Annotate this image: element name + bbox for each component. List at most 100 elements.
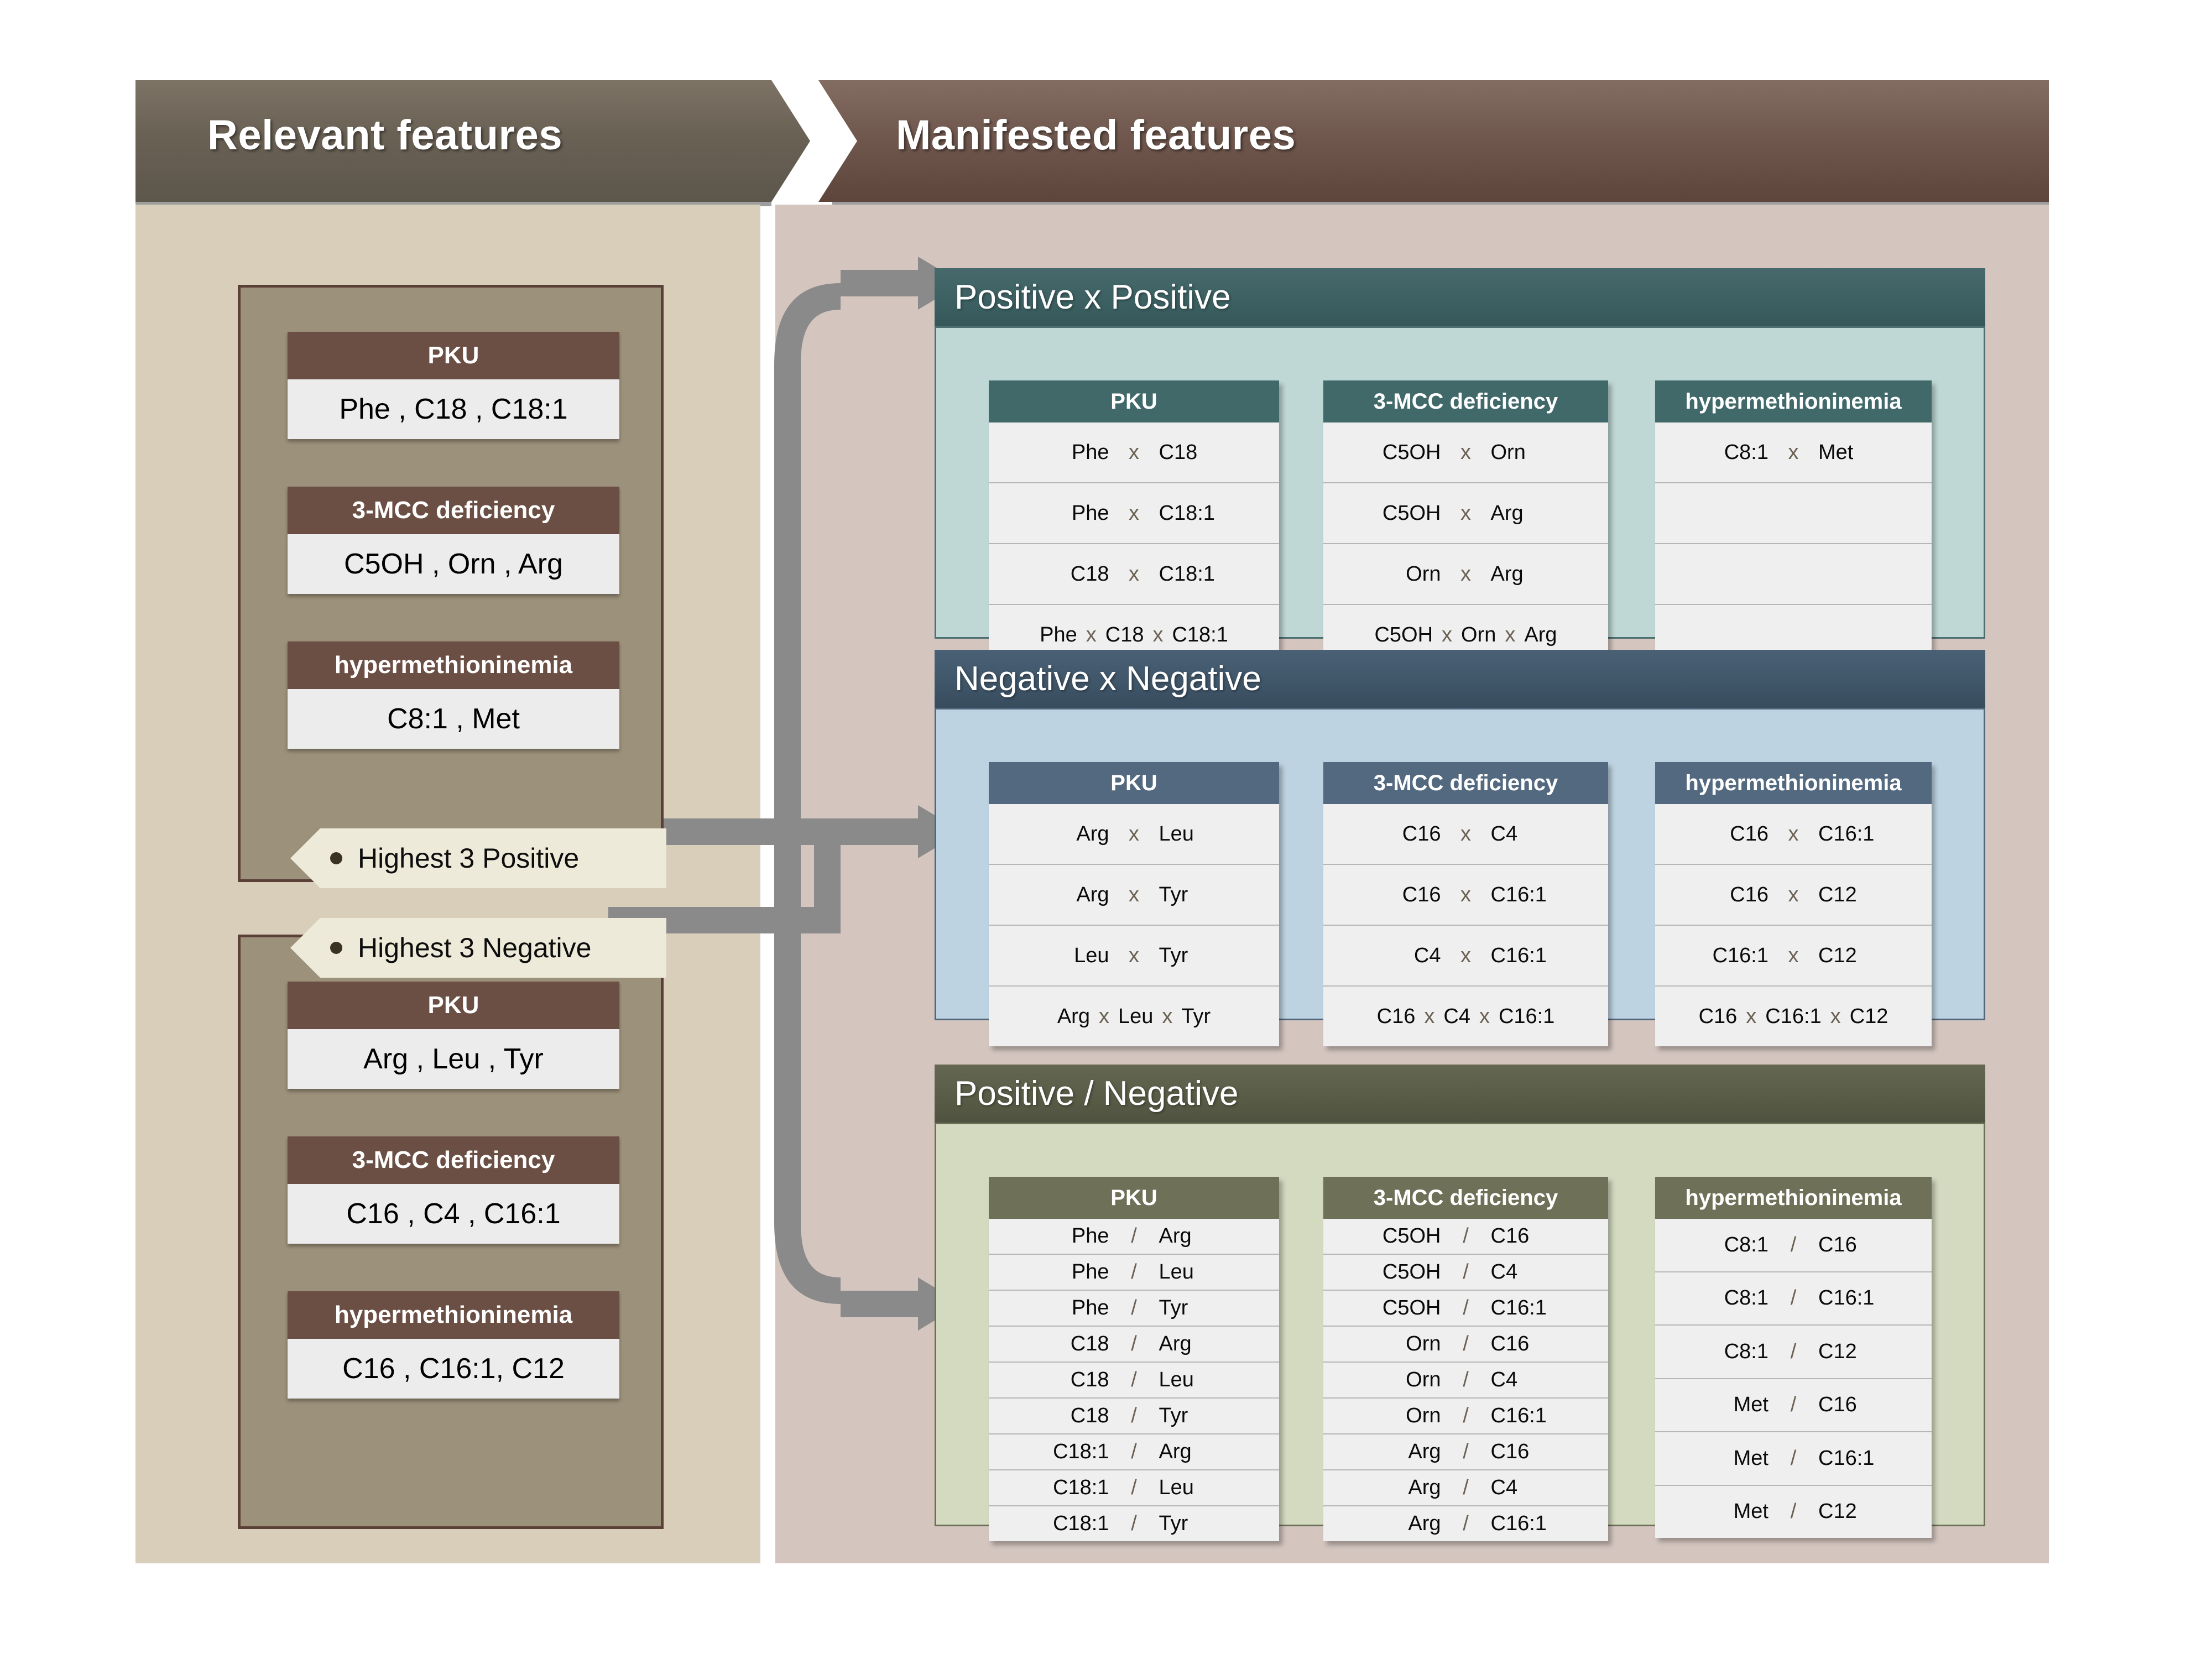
tag-label: Highest 3 Positive bbox=[358, 843, 580, 874]
tag-highest-3-positive[interactable]: Highest 3 Positive bbox=[290, 828, 666, 888]
column-title: PKU bbox=[989, 762, 1279, 804]
row-operator: x bbox=[1442, 623, 1453, 646]
row-term-b: C16:1 bbox=[1490, 1404, 1547, 1427]
row-operator: x bbox=[1424, 1004, 1435, 1028]
row-operator: / bbox=[1463, 1512, 1469, 1535]
row-term-a: C5OH bbox=[1382, 1260, 1441, 1284]
table-row: Phe/Leu bbox=[989, 1254, 1279, 1290]
row-term-b: C16 bbox=[1818, 1393, 1857, 1417]
row-operator: x bbox=[1129, 440, 1139, 464]
row-term-a: Arg bbox=[1057, 1004, 1090, 1028]
row-operator: x bbox=[1460, 883, 1471, 906]
row-term-a: C16 bbox=[1376, 1004, 1416, 1028]
row-operator: x bbox=[1129, 943, 1139, 967]
row-term-b: Met bbox=[1818, 440, 1854, 464]
row-term-b: C16:1 bbox=[1490, 943, 1547, 967]
row-operator: / bbox=[1463, 1260, 1469, 1284]
row-term-b: C12 bbox=[1818, 883, 1857, 906]
header-title-relevant: Relevant features bbox=[207, 112, 563, 159]
column-title: hypermethioninemia bbox=[1655, 762, 1932, 804]
tag-label: Highest 3 Negative bbox=[358, 932, 592, 963]
table-row: Met/C12 bbox=[1655, 1484, 1932, 1538]
row-term-c: C18:1 bbox=[1172, 623, 1228, 646]
row-term-b: C18 bbox=[1105, 623, 1144, 646]
row-term-b: C12 bbox=[1818, 1500, 1857, 1524]
row-term-a: C8:1 bbox=[1724, 440, 1768, 464]
row-term-b: C18:1 bbox=[1159, 562, 1215, 586]
card-title: 3-MCC deficiency bbox=[288, 1136, 619, 1184]
tag-highest-3-negative[interactable]: Highest 3 Negative bbox=[290, 918, 666, 978]
row-term-a: C16 bbox=[1698, 1004, 1738, 1028]
row-term-b: C16:1 bbox=[1818, 822, 1875, 846]
card-features: Phe , C18 , C18:1 bbox=[288, 379, 619, 439]
row-term-c: C12 bbox=[1849, 1004, 1888, 1028]
row-term-a: C18 bbox=[1070, 1404, 1109, 1427]
row-term-a: C5OH bbox=[1382, 501, 1441, 525]
row-term-a: Arg bbox=[1076, 822, 1109, 846]
card-features: C5OH , Orn , Arg bbox=[288, 534, 619, 594]
row-term-a: C5OH bbox=[1382, 440, 1441, 464]
row-operator: / bbox=[1131, 1260, 1137, 1284]
panel-title: Negative x Negative bbox=[935, 650, 1985, 708]
row-term-a: Arg bbox=[1408, 1476, 1441, 1499]
row-term-b: C4 bbox=[1443, 1004, 1470, 1028]
row-operator: / bbox=[1790, 1286, 1797, 1310]
row-term-a: C18 bbox=[1070, 1368, 1109, 1391]
table-row: C5OH/C16 bbox=[1323, 1219, 1608, 1254]
row-term-a: Leu bbox=[1074, 943, 1109, 967]
card-title: PKU bbox=[288, 332, 619, 379]
row-operator: x bbox=[1788, 883, 1799, 906]
row-term-b: C16:1 bbox=[1490, 883, 1547, 906]
row-operator: x bbox=[1460, 822, 1471, 846]
row-term-a: Met bbox=[1733, 1500, 1768, 1524]
row-term-b: Leu bbox=[1118, 1004, 1154, 1028]
relevant-negative-card-3mcc: 3-MCC deficiency C16 , C4 , C16:1 bbox=[288, 1136, 619, 1244]
row-term-a: Orn bbox=[1406, 1404, 1441, 1427]
card-features: C8:1 , Met bbox=[288, 689, 619, 749]
row-term-a: C16 bbox=[1402, 822, 1441, 846]
row-term-b: C16 bbox=[1490, 1332, 1530, 1355]
flow-arrows bbox=[608, 257, 962, 1331]
relevant-negative-group: PKU Arg , Leu , Tyr 3-MCC deficiency C16… bbox=[238, 935, 664, 1529]
relevant-positive-card-pku: PKU Phe , C18 , C18:1 bbox=[288, 332, 619, 439]
table-row: Phe/Arg bbox=[989, 1219, 1279, 1254]
column-title: hypermethioninemia bbox=[1655, 380, 1932, 422]
row-term-a: C8:1 bbox=[1724, 1286, 1768, 1310]
table-row: C8:1/C16 bbox=[1655, 1219, 1932, 1271]
row-operator-2: x bbox=[1152, 623, 1164, 646]
row-operator: / bbox=[1463, 1224, 1469, 1248]
row-term-b: C4 bbox=[1490, 1368, 1518, 1391]
relevant-positive-card-hypermethioninemia: hypermethioninemia C8:1 , Met bbox=[288, 641, 619, 749]
row-operator: / bbox=[1790, 1339, 1797, 1363]
tag-hole-icon bbox=[330, 942, 342, 954]
row-term-b: Arg bbox=[1490, 501, 1524, 525]
row-term-b: C16:1 bbox=[1490, 1512, 1547, 1535]
table-row: C5OH/C16:1 bbox=[1323, 1290, 1608, 1326]
column-title: 3-MCC deficiency bbox=[1323, 1177, 1608, 1219]
relevant-negative-card-hypermethioninemia: hypermethioninemia C16 , C16:1, C12 bbox=[288, 1291, 619, 1399]
row-term-b: Orn bbox=[1490, 440, 1526, 464]
